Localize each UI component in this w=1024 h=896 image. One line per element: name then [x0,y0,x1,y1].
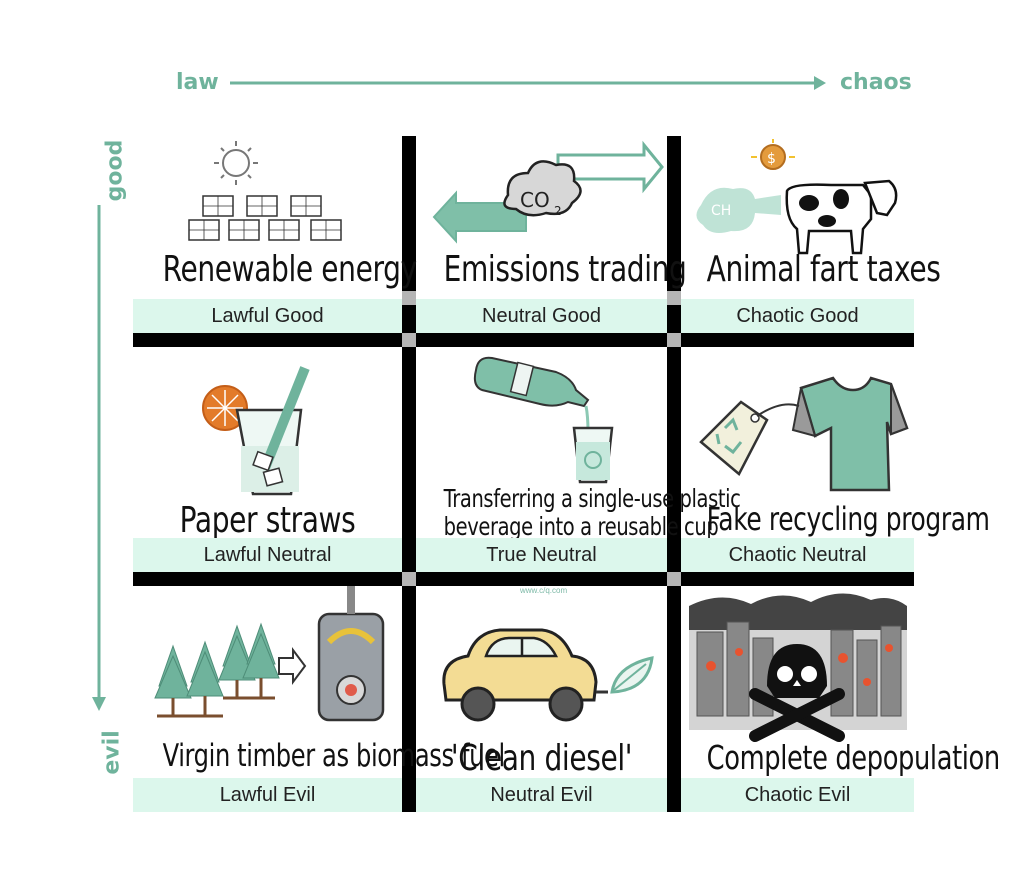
cell-neutral-evil: 'Clean diesel' Neutral Evil www.c/q.com [416,586,667,812]
grid-crossing [402,572,416,586]
glass-straw-icon [202,366,310,496]
car-leaf-icon [442,628,654,722]
cell-title: 'Clean diesel' [450,738,633,779]
alignment-tag: Lawful Good [133,299,402,333]
grid-divider-v2 [667,136,681,812]
grid-divider-v1 [402,136,416,812]
cell-title: Transferring a single-use plastic [443,484,741,513]
shirt-recycle-tag-icon [699,376,909,492]
svg-text:CO: CO [520,188,550,212]
cell-lawful-good: Renewable energy Lawful Good [133,133,418,333]
alignment-tag: Chaotic Good [681,299,914,333]
cell-title: Paper straws [179,500,356,541]
axis-law-label: law [176,70,219,95]
grid-crossing [667,333,681,347]
cell-chaotic-good: $ CH Animal fart taxes Chaotic Good [681,133,941,333]
solar-panels-icon [188,141,342,241]
alignment-tag: Chaotic Neutral [681,538,914,572]
grid-divider-h1 [133,333,914,347]
alignment-tag: Chaotic Evil [681,778,914,812]
cell-title: Fake recycling program [706,500,990,538]
cell-true-neutral: Transferring a single-use plastic bevera… [416,350,741,572]
axis-evil-label: evil [99,730,125,775]
axis-chaos-label: chaos [840,70,912,95]
bottle-cup-icon [473,356,614,484]
svg-text:CH: CH [711,203,731,219]
law-chaos-arrow-icon [230,76,826,90]
cell-neutral-good: CO 2 Emissions trading Neutral Good [416,133,687,333]
svg-text:$: $ [767,151,776,167]
grid-crossing [402,291,416,305]
credit-text: www.c/q.com [520,586,568,595]
alignment-tag: Neutral Good [416,299,667,333]
alignment-tag: Lawful Evil [133,778,402,812]
cell-chaotic-evil: Complete depopulation Chaotic Evil [681,586,1001,812]
trees-boiler-icon [154,586,385,722]
cell-chaotic-neutral: Fake recycling program Chaotic Neutral [681,350,990,572]
cow-methane-icon: $ CH [696,139,898,255]
good-evil-arrow-icon [92,205,106,711]
svg-text:2: 2 [554,204,562,218]
grid-crossing [667,572,681,586]
alignment-tag: Lawful Neutral [133,538,402,572]
cell-title-line2: beverage into a reusable cup [443,512,719,541]
cell-lawful-neutral: Paper straws Lawful Neutral [133,350,402,572]
cell-title: Virgin timber as biomass fuel [162,738,506,774]
grid-divider-h2 [133,572,914,586]
alignment-tag: True Neutral [416,538,667,572]
cell-title: Animal fart taxes [706,249,941,290]
co2-cloud-arrows-icon: CO 2 [432,140,664,244]
grid-crossing [667,291,681,305]
grid-crossing [402,333,416,347]
alignment-grid: Renewable energy Lawful Good CO 2 Emissi… [133,133,1001,812]
cell-lawful-evil: Virgin timber as biomass fuel Lawful Evi… [133,586,506,812]
skull-city-icon [689,593,907,742]
cell-title: Complete depopulation [706,738,1001,777]
cell-title: Renewable energy [162,249,418,290]
alignment-tag: Neutral Evil [416,778,667,812]
axis-good-label: good [102,139,128,202]
cell-title: Emissions trading [443,249,687,290]
